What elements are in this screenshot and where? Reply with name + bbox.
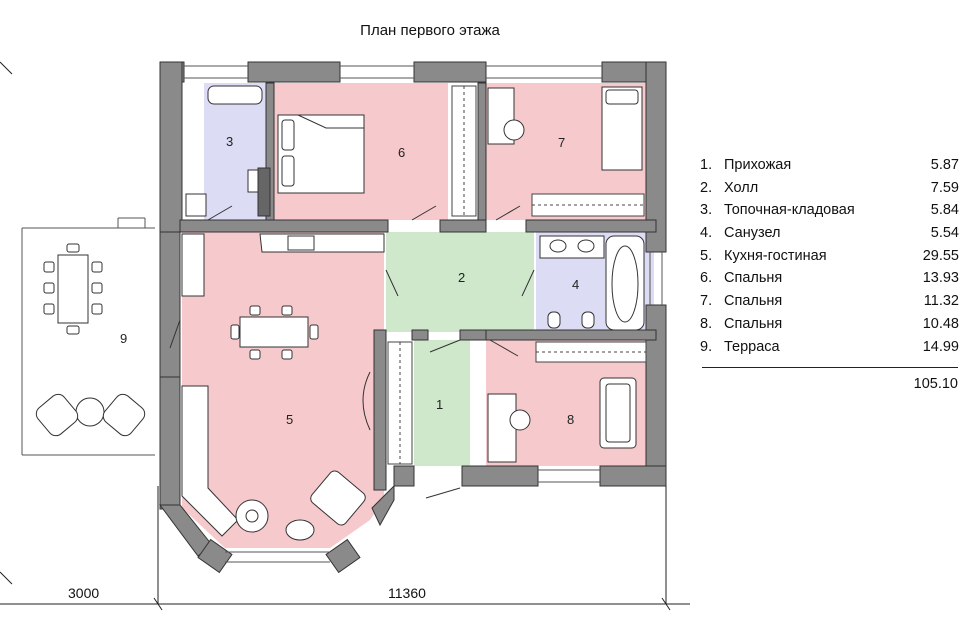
room-1-fill <box>414 340 470 466</box>
legend-number: 9. <box>700 338 713 355</box>
legend-room-area: 14.99 <box>922 338 959 355</box>
legend-number: 6. <box>700 270 713 287</box>
room-label-9: 9 <box>120 331 127 346</box>
room-label-2: 2 <box>458 270 465 285</box>
room-label-7: 7 <box>558 135 565 150</box>
single-bed <box>601 86 643 171</box>
terrace-dimension: 3000 <box>68 585 99 601</box>
legend-room-area: 5.84 <box>930 202 959 219</box>
room-5-fill <box>182 232 384 548</box>
legend-number: 1. <box>700 157 713 173</box>
room-3-fill <box>204 83 266 220</box>
coffee-table <box>285 519 315 541</box>
room-label-6: 6 <box>398 145 405 160</box>
legend-room-name: Санузел <box>724 225 781 242</box>
dining-table <box>230 305 319 360</box>
wardrobe-6 <box>451 85 477 217</box>
plan-title: План первого этажа <box>360 22 500 39</box>
wardrobe-7 <box>531 193 645 217</box>
legend-number: 7. <box>700 293 713 310</box>
fireplace <box>362 371 371 431</box>
desk-8 <box>487 393 531 463</box>
double-bed <box>277 114 365 194</box>
plant <box>235 499 269 533</box>
legend-room-area: 29.55 <box>922 247 959 264</box>
boiler-room-fixtures <box>185 85 271 217</box>
legend-row: 6. Спальня 13.93 <box>700 267 960 290</box>
windows <box>184 65 663 563</box>
legend-room-name: Терраса <box>724 338 780 355</box>
dimension-lines <box>0 61 690 611</box>
room-labels: 3 6 7 2 4 5 1 8 9 <box>120 134 579 427</box>
room-label-3: 3 <box>226 134 233 149</box>
legend-room-area: 5.87 <box>930 157 959 173</box>
terrace-dining-set <box>43 243 103 335</box>
legend-room-name: Прихожая <box>724 157 792 173</box>
room-label-5: 5 <box>286 412 293 427</box>
sofa-8 <box>599 377 637 449</box>
wardrobe-8 <box>535 341 647 363</box>
terrace-lounge-set <box>35 393 146 437</box>
walls <box>159 61 667 574</box>
room-label-1: 1 <box>436 397 443 412</box>
desk-7 <box>487 87 525 145</box>
legend-room-name: Топочная-кладовая <box>724 202 855 219</box>
legend-row: 2. Холл 7.59 <box>700 177 960 200</box>
wardrobe-1 <box>387 341 413 465</box>
legend-room-area: 10.48 <box>922 315 959 332</box>
room-legend: 1. Прихожая 5.87 2. Холл 7.59 3. Топочна… <box>700 154 960 358</box>
legend-number: 8. <box>700 315 713 332</box>
legend-row: 9. Терраса 14.99 <box>700 336 960 359</box>
legend-room-area: 5.54 <box>930 225 959 242</box>
legend-room-area: 11.32 <box>923 293 959 310</box>
total-area: 105.10 <box>913 376 958 392</box>
legend-row: 5. Кухня-гостиная 29.55 <box>700 245 960 268</box>
legend-number: 3. <box>700 202 713 219</box>
doors <box>169 205 535 499</box>
bathroom-fixtures <box>539 235 645 331</box>
legend-room-name: Спальня <box>724 315 783 332</box>
kitchen-counter <box>181 233 385 297</box>
legend-number: 5. <box>700 247 713 264</box>
room-label-4: 4 <box>572 277 579 292</box>
legend-row: 4. Санузел 5.54 <box>700 222 960 245</box>
legend-room-name: Холл <box>724 179 759 196</box>
legend-room-area: 13.93 <box>922 270 959 287</box>
legend-row: 1. Прихожая 5.87 <box>700 154 960 177</box>
legend-room-name: Кухня-гостиная <box>724 247 827 264</box>
house-dimension: 11360 <box>388 585 426 601</box>
legend-row: 8. Спальня 10.48 <box>700 313 960 336</box>
armchair <box>310 470 366 526</box>
terrace-area <box>21 217 155 456</box>
legend-room-name: Спальня <box>724 293 783 310</box>
legend-number: 2. <box>700 179 713 196</box>
legend-room-area: 7.59 <box>930 179 959 196</box>
legend-number: 4. <box>700 225 713 242</box>
legend-divider <box>702 367 958 368</box>
room-2-fill <box>386 232 534 332</box>
legend-room-name: Спальня <box>724 270 783 287</box>
interior-walls <box>179 82 657 491</box>
legend-row: 7. Спальня 11.32 <box>700 290 960 313</box>
legend-row: 3. Топочная-кладовая 5.84 <box>700 199 960 222</box>
room-label-8: 8 <box>567 412 574 427</box>
